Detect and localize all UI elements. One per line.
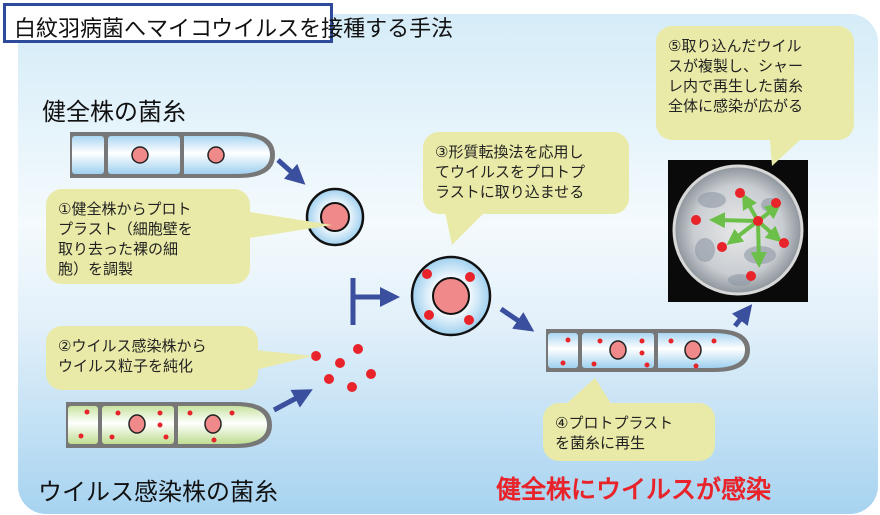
nucleus-icon [128, 414, 146, 434]
bubble-tail [770, 140, 800, 166]
step-3-bubble: ③形質転換法を応用し てウイルスをプロトプ ラストに取り込ませる [423, 132, 629, 214]
arrow-icon [272, 389, 313, 413]
step-1-line: 胞）を調製 [58, 260, 134, 278]
infected-mycelium-label: ウイルス感染株の菌糸 [38, 478, 278, 506]
step-2-bubble: ②ウイルス感染株から ウイルス粒子を純化 [46, 326, 258, 390]
step-5-line: レ内で再生した菌糸 [668, 77, 804, 95]
page-title: 白紋羽病菌へマイコウイルスを接種する手法 [14, 17, 454, 42]
virus-dots [78, 409, 235, 443]
petri-dish-photo [668, 160, 808, 302]
step-3-line: ③形質転換法を応用し [435, 143, 584, 161]
join-arrow-icon [350, 278, 400, 325]
step-4-bubble: ④プロトプラスト を菌糸に再生 [543, 403, 715, 461]
nucleus-icon [204, 414, 222, 434]
protoplast-healthy [305, 187, 365, 247]
healthy-mycelium-label: 健全株の菌糸 [42, 98, 186, 126]
step-1-line: プラスト（細胞壁を [58, 220, 193, 238]
step-5-bubble: ⑤取り込んだウイル スが複製し、シャー レ内で再生した菌糸 全体に感染が広がる [656, 26, 854, 140]
nucleus-icon [684, 340, 702, 360]
bubble-tail [250, 212, 332, 238]
step-5-line: スが複製し、シャー [668, 57, 804, 75]
step-2-line: ②ウイルス感染株から [58, 337, 207, 355]
arrow-icon [731, 304, 753, 328]
step-5-line: 全体に感染が広がる [668, 97, 804, 115]
step-1-line: 取り去った裸の細 [58, 240, 179, 258]
step-3-line: ラストに取り込ませる [435, 183, 585, 201]
bubble-tail [255, 350, 313, 370]
step-3-line: てウイルスをプロトプ [435, 163, 586, 181]
healthy-hypha [70, 132, 275, 178]
arrow-icon [276, 158, 306, 185]
bubble-tail [445, 212, 485, 245]
infected-hypha [66, 402, 272, 448]
step-4-line: を菌糸に再生 [555, 434, 646, 452]
protoplast-with-virus [410, 255, 492, 337]
bubble-tail [565, 378, 612, 405]
result-label: 健全株にウイルスが感染 [496, 475, 772, 504]
nucleus-icon [207, 146, 225, 164]
virus-particle-icon [691, 188, 789, 281]
nucleus-icon [609, 340, 627, 360]
arrow-icon [499, 306, 535, 332]
step-2-line: ウイルス粒子を純化 [58, 357, 194, 375]
nucleus-icon [131, 146, 149, 164]
step-1-bubble: ①健全株からプロト プラスト（細胞壁を 取り去った裸の細 胞）を調製 [46, 189, 250, 284]
virus-particle-icon [311, 344, 376, 392]
step-5-line: ⑤取り込んだウイル [668, 37, 802, 55]
step-4-line: ④プロトプラスト [555, 414, 674, 432]
step-1-line: ①健全株からプロト [58, 200, 192, 218]
regenerated-hypha [546, 329, 750, 372]
title-box: 白紋羽病菌へマイコウイルスを接種する手法 [3, 3, 453, 43]
